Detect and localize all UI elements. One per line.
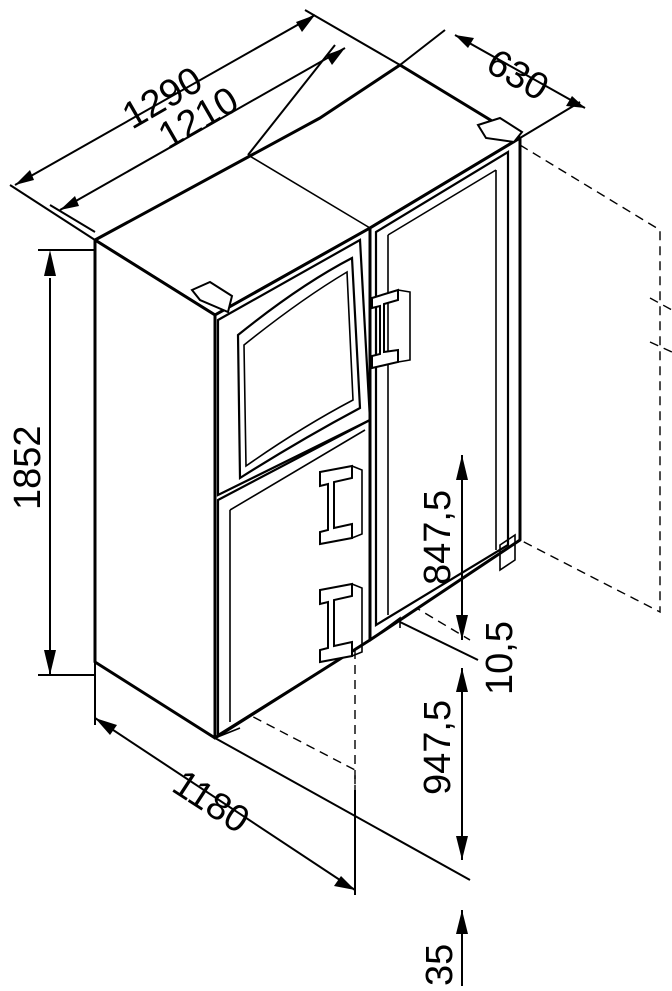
dim-label-947-5: 947,5 bbox=[417, 700, 459, 795]
door-handles bbox=[319, 288, 411, 664]
dim-label-35: 35 bbox=[419, 944, 461, 986]
dim-label-847-5: 847,5 bbox=[417, 490, 459, 585]
left-side-face bbox=[93, 238, 217, 740]
plinth bbox=[214, 616, 401, 739]
dim-label-630: 630 bbox=[480, 41, 556, 109]
dimension-arrows bbox=[15, 15, 585, 934]
dim-label-1852: 1852 bbox=[7, 425, 49, 510]
fridge-body bbox=[93, 63, 522, 740]
left-unit-front bbox=[213, 226, 372, 740]
right-door bbox=[374, 116, 524, 627]
dim-label-10-5: 10,5 bbox=[479, 621, 521, 695]
glass-window bbox=[236, 256, 362, 480]
dimension-lines bbox=[9, 9, 586, 986]
